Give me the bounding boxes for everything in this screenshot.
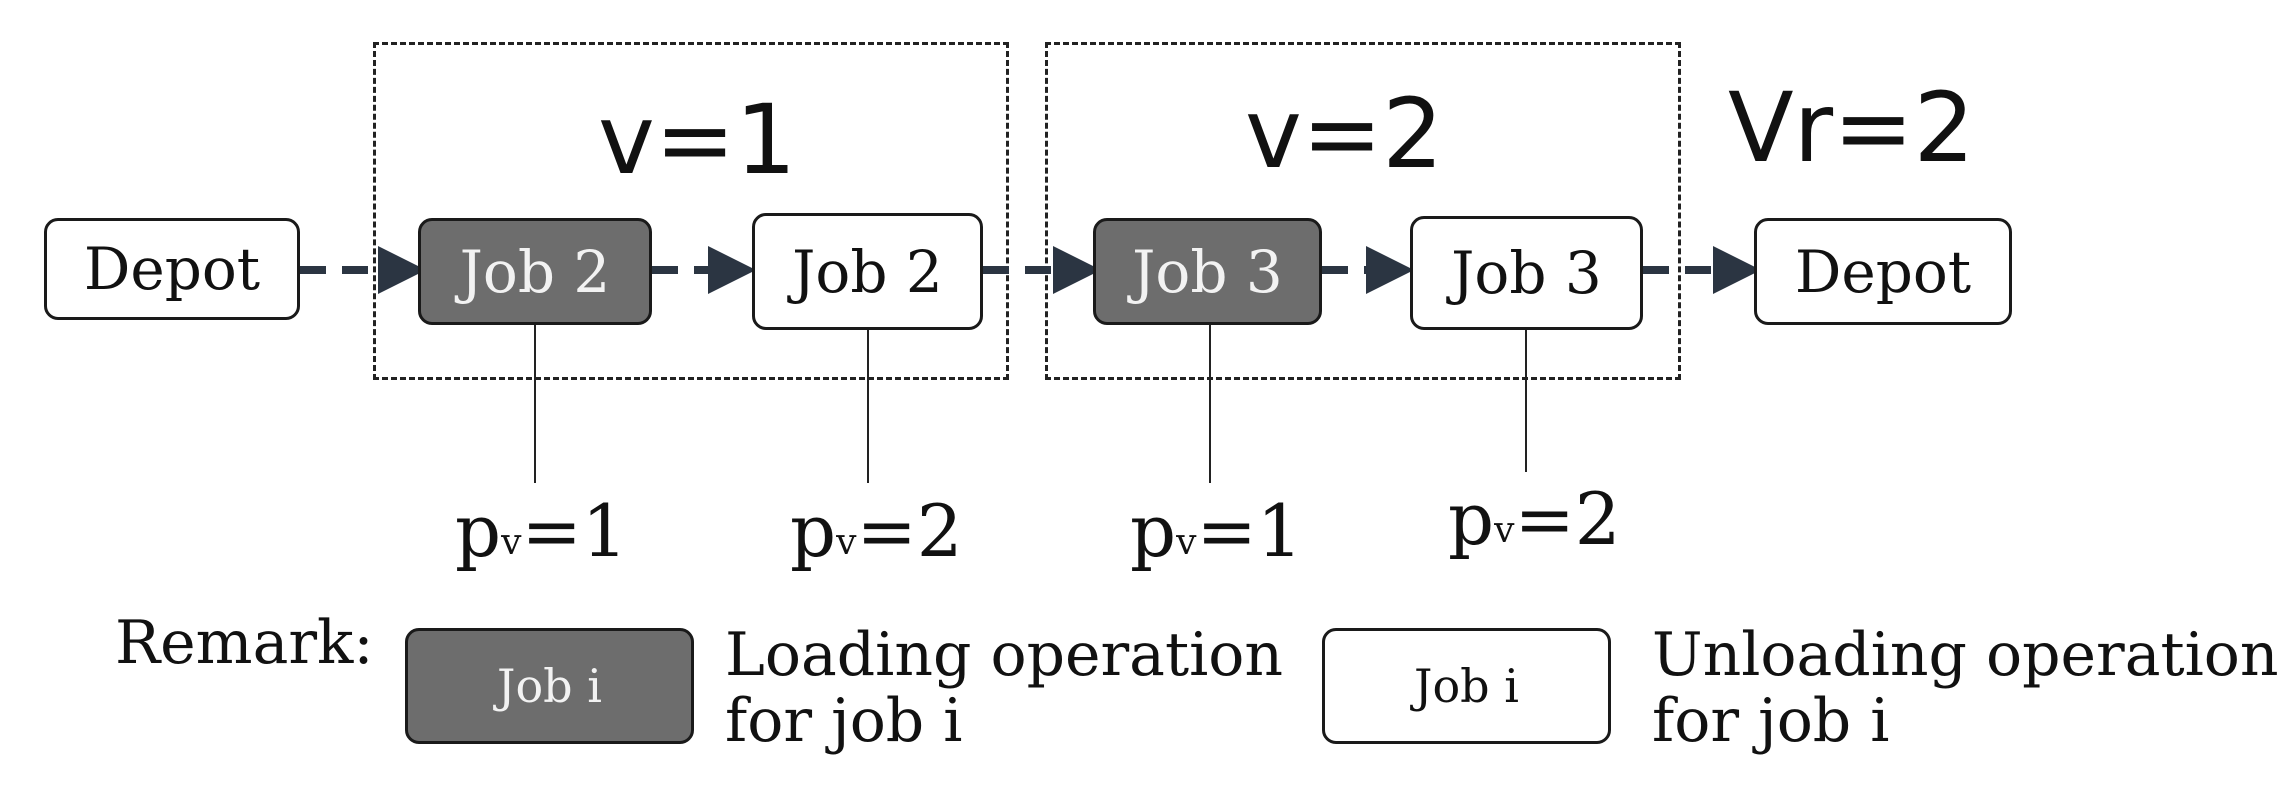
legend-title: Remark:: [115, 608, 374, 678]
legend-loading-line2: for job i: [725, 686, 963, 756]
node-depot-end: Depot: [1754, 218, 2012, 325]
node-job2-loading: Job 2: [418, 218, 652, 325]
group-label-v2: v=2: [1245, 78, 1444, 190]
node-job3-unloading: Job 3: [1410, 216, 1643, 330]
legend-unloading-text: Unloading operation for job i: [1652, 622, 2279, 754]
group-label-v1: v=1: [598, 84, 797, 196]
position-label-2: pv=2: [790, 489, 963, 573]
node-job2-unloading: Job 2: [752, 213, 983, 330]
group-box-v2: [1045, 42, 1681, 380]
position-label-4: pv=2: [1448, 477, 1621, 561]
position-label-1: pv=1: [455, 489, 628, 573]
legend-loading-line1: Loading operation: [725, 620, 1284, 690]
node-depot-start: Depot: [44, 218, 300, 320]
vr-label: Vr=2: [1728, 72, 1975, 184]
legend-unloading-box: Job i: [1322, 628, 1611, 744]
legend-loading-text: Loading operation for job i: [725, 622, 1283, 754]
legend-loading-box: Job i: [405, 628, 694, 744]
group-box-v1: [373, 42, 1009, 380]
node-job3-loading: Job 3: [1093, 218, 1322, 325]
legend-unloading-line1: Unloading operation: [1652, 620, 2279, 690]
position-label-3: pv=1: [1130, 489, 1303, 573]
legend-unloading-line2: for job i: [1652, 686, 1890, 756]
